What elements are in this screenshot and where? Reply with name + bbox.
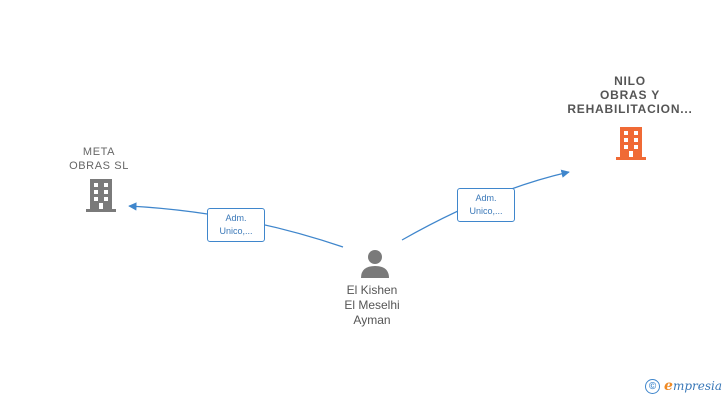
edge-label-nilo[interactable]: Adm. Unico,... — [457, 188, 515, 222]
brand-initial: e — [664, 378, 673, 394]
edge-role-line: Unico,... — [219, 226, 253, 236]
empresia-logo[interactable]: © empresia — [645, 378, 722, 394]
company-name-line: REHABILITACION... — [567, 102, 693, 116]
edge-role-line: Adm. — [225, 213, 247, 223]
building-icon-highlighted[interactable] — [615, 126, 647, 165]
company-name-line: META — [82, 146, 116, 158]
person-name-line: El Meselhi — [344, 298, 400, 312]
person-label[interactable]: El Kishen El Meselhi Ayman — [344, 283, 399, 328]
person-name-line: Ayman — [353, 313, 391, 327]
company-label-nilo[interactable]: NILO OBRAS Y REHABILITACION... — [567, 74, 692, 116]
edge-label-meta[interactable]: Adm. Unico,... — [207, 208, 265, 242]
brand-rest: mpresia — [672, 379, 722, 393]
edge-role-line: Adm. — [475, 193, 497, 203]
company-name-line: OBRAS Y — [599, 88, 661, 102]
company-label-meta[interactable]: META OBRAS SL — [69, 145, 129, 173]
person-icon[interactable] — [360, 248, 390, 283]
company-name-line: NILO — [614, 74, 646, 88]
edge-role-line: Unico,... — [469, 206, 503, 216]
company-name-line: OBRAS SL — [69, 160, 129, 172]
person-name-line: El Kishen — [346, 283, 398, 297]
brand-name: empresia — [664, 378, 722, 394]
building-icon[interactable] — [85, 178, 117, 217]
copyright-icon: © — [645, 378, 661, 394]
